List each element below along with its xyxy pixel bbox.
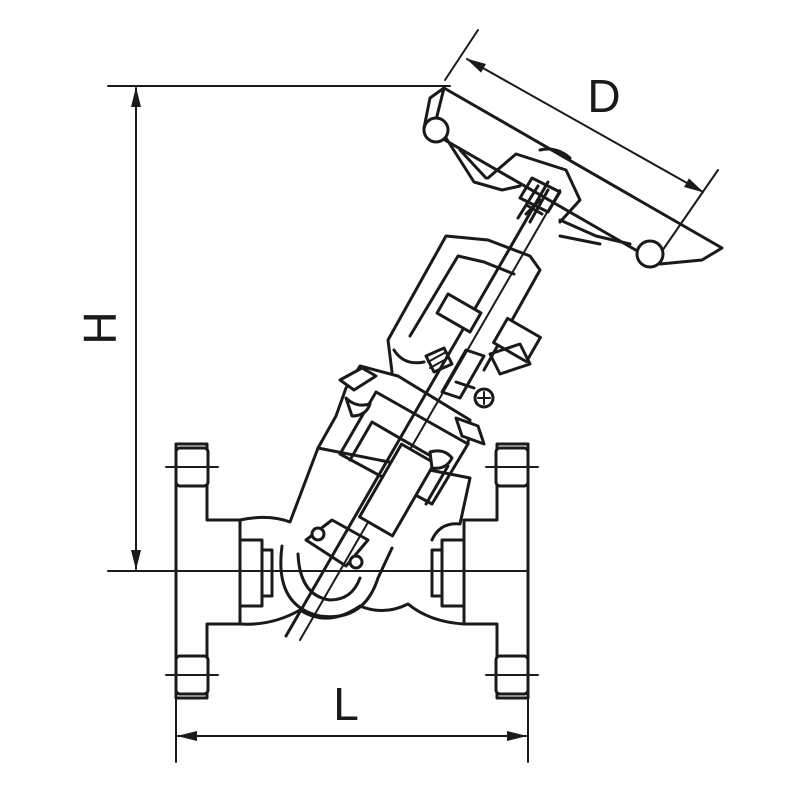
d-extension-left [444, 29, 479, 81]
dimension-h: H [74, 85, 451, 572]
d-label: D [587, 70, 620, 122]
l-label: L [333, 678, 359, 730]
d-dimension-line [466, 58, 704, 193]
h-label: H [74, 311, 126, 344]
d-extension-right [659, 169, 719, 255]
handwheel [422, 86, 724, 269]
gland-bolt-right [473, 316, 542, 409]
dimension-l: L [175, 678, 529, 763]
gland-bolt-left [424, 292, 483, 374]
valve-body [175, 446, 529, 626]
stem [284, 180, 550, 638]
dimension-d: D [444, 29, 719, 255]
